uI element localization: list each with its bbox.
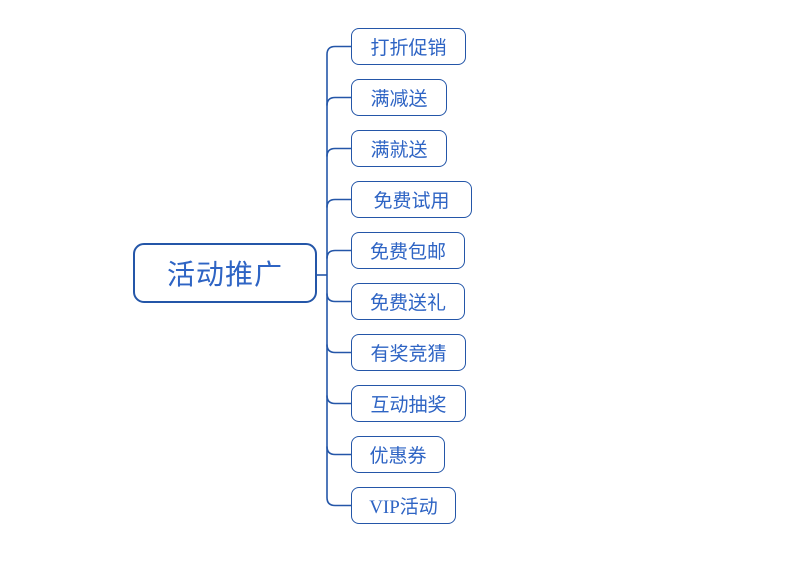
child-node-label: 免费送礼 (369, 293, 446, 314)
child-node-spend-gift[interactable]: 满就送 (351, 130, 447, 167)
child-node-prize-quiz[interactable]: 有奖竞猜 (351, 334, 466, 371)
child-node-interactive-lottery[interactable]: 互动抽奖 (351, 385, 466, 422)
connector-branch-8 (326, 395, 351, 405)
child-node-free-gift[interactable]: 免费送礼 (351, 283, 465, 320)
connector-branch-10 (326, 497, 351, 507)
child-node-label: VIP活动 (369, 497, 438, 518)
connector-branch-5 (326, 249, 351, 259)
child-node-discount-promo[interactable]: 打折促销 (351, 28, 466, 65)
child-node-label: 免费试用 (373, 191, 450, 212)
child-node-label: 满就送 (370, 140, 428, 161)
connector-branch-6 (326, 293, 351, 303)
child-node-label: 打折促销 (370, 38, 447, 59)
child-node-free-trial[interactable]: 免费试用 (351, 181, 472, 218)
child-node-vip-activity[interactable]: VIP活动 (351, 487, 456, 524)
root-node-label: 活动推广 (166, 260, 283, 291)
child-node-label: 有奖竞猜 (370, 344, 447, 365)
connector-branch-1 (326, 45, 351, 55)
child-node-free-shipping[interactable]: 免费包邮 (351, 232, 465, 269)
child-node-label: 互动抽奖 (370, 395, 447, 416)
connector-branch-4 (326, 198, 351, 208)
child-node-spend-discount[interactable]: 满减送 (351, 79, 447, 116)
connector-branch-9 (326, 446, 351, 456)
child-node-label: 优惠券 (369, 446, 427, 467)
child-node-coupon[interactable]: 优惠券 (351, 436, 445, 473)
child-node-label: 免费包邮 (369, 242, 446, 263)
root-node-activity-promotion[interactable]: 活动推广 (133, 243, 317, 303)
connector-branch-7 (326, 344, 351, 354)
child-node-label: 满减送 (370, 89, 428, 110)
connector-branch-2 (326, 96, 351, 106)
connector-branch-3 (326, 147, 351, 157)
